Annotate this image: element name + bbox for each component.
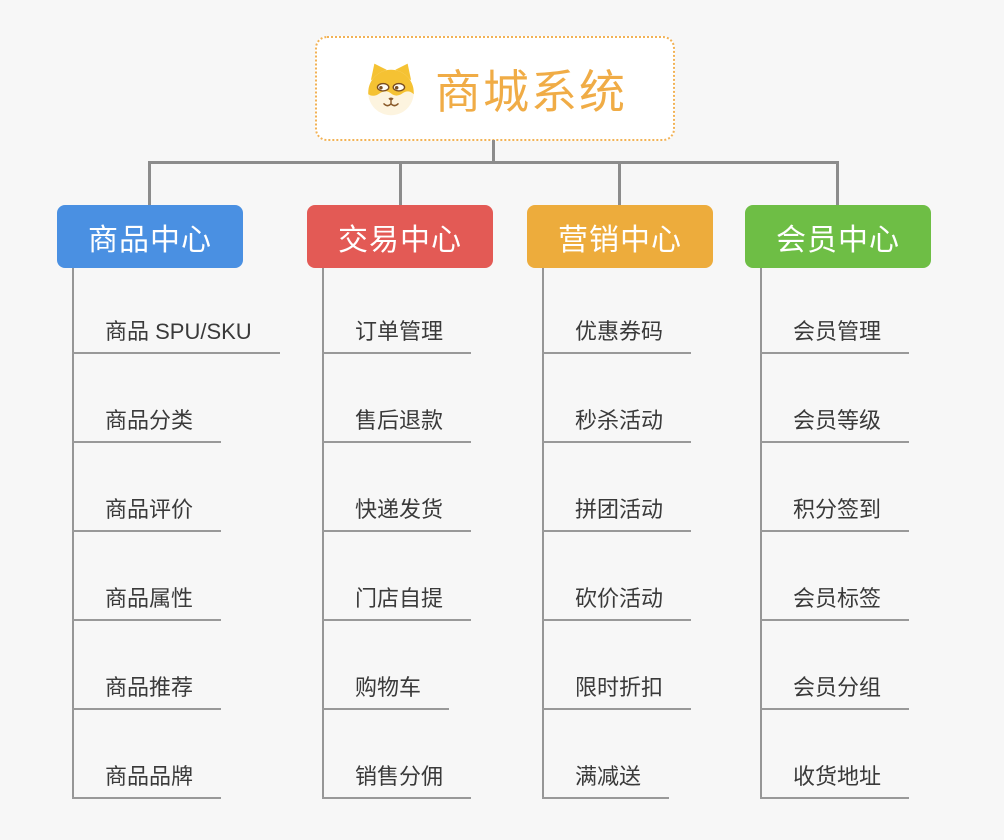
branch-trunk-line — [542, 268, 544, 798]
mindmap-node-group-buy[interactable]: 拼团活动 — [542, 495, 692, 532]
branch-trunk-line — [760, 268, 762, 798]
branch-header-trade[interactable]: 交易中心 — [307, 205, 493, 268]
mindmap-node-product-spu-sku[interactable]: 商品 SPU/SKU — [72, 317, 280, 354]
mindmap-node-member-tag[interactable]: 会员标签 — [760, 584, 910, 621]
branch-header-member[interactable]: 会员中心 — [745, 205, 931, 268]
branch-trunk-line — [72, 268, 74, 798]
connector-root-stem — [492, 140, 495, 164]
mindmap-node-order-management[interactable]: 订单管理 — [322, 317, 472, 354]
root-node[interactable]: 商城系统 — [315, 36, 675, 141]
connector-drop-trade — [399, 161, 402, 207]
mindmap-node-product-attribute[interactable]: 商品属性 — [72, 584, 222, 621]
branch-header-marketing[interactable]: 营销中心 — [527, 205, 713, 268]
mindmap-node-shipping-address[interactable]: 收货地址 — [760, 762, 910, 799]
branch-member: 会员中心 会员管理 会员等级 积分签到 会员标签 会员分组 收货地址 — [745, 205, 995, 815]
mindmap-node-product-brand[interactable]: 商品品牌 — [72, 762, 222, 799]
mindmap-node-member-group[interactable]: 会员分组 — [760, 673, 910, 710]
branch-trade: 交易中心 订单管理 售后退款 快递发货 门店自提 购物车 销售分佣 — [307, 205, 557, 815]
mindmap-node-shopping-cart[interactable]: 购物车 — [322, 673, 450, 710]
connector-drop-marketing — [618, 161, 621, 207]
mindmap-node-sales-commission[interactable]: 销售分佣 — [322, 762, 472, 799]
mindmap-node-full-reduction[interactable]: 满减送 — [542, 762, 670, 799]
branch-marketing: 营销中心 优惠券码 秒杀活动 拼团活动 砍价活动 限时折扣 满减送 — [527, 205, 777, 815]
connector-drop-product — [148, 161, 151, 207]
mindmap-node-product-review[interactable]: 商品评价 — [72, 495, 222, 532]
mindmap-node-coupon-code[interactable]: 优惠券码 — [542, 317, 692, 354]
dog-face-icon — [368, 63, 414, 115]
mindmap-node-product-category[interactable]: 商品分类 — [72, 406, 222, 443]
mindmap-node-limited-discount[interactable]: 限时折扣 — [542, 673, 692, 710]
branch-product: 商品中心 商品 SPU/SKU 商品分类 商品评价 商品属性 商品推荐 商品品牌 — [57, 205, 307, 815]
mindmap-node-member-management[interactable]: 会员管理 — [760, 317, 910, 354]
mindmap-node-points-checkin[interactable]: 积分签到 — [760, 495, 910, 532]
mindmap-node-express-shipping[interactable]: 快递发货 — [322, 495, 472, 532]
mindmap-node-store-pickup[interactable]: 门店自提 — [322, 584, 472, 621]
connector-drop-member — [836, 161, 839, 207]
mindmap-node-product-recommend[interactable]: 商品推荐 — [72, 673, 222, 710]
mindmap-node-member-level[interactable]: 会员等级 — [760, 406, 910, 443]
connector-cross-bar — [148, 161, 839, 164]
mindmap-node-after-sale-refund[interactable]: 售后退款 — [322, 406, 472, 443]
branch-header-product[interactable]: 商品中心 — [57, 205, 243, 268]
mindmap-node-flash-sale[interactable]: 秒杀活动 — [542, 406, 692, 443]
mindmap-node-bargain[interactable]: 砍价活动 — [542, 584, 692, 621]
branch-trunk-line — [322, 268, 324, 798]
root-title: 商城系统 — [435, 65, 627, 118]
